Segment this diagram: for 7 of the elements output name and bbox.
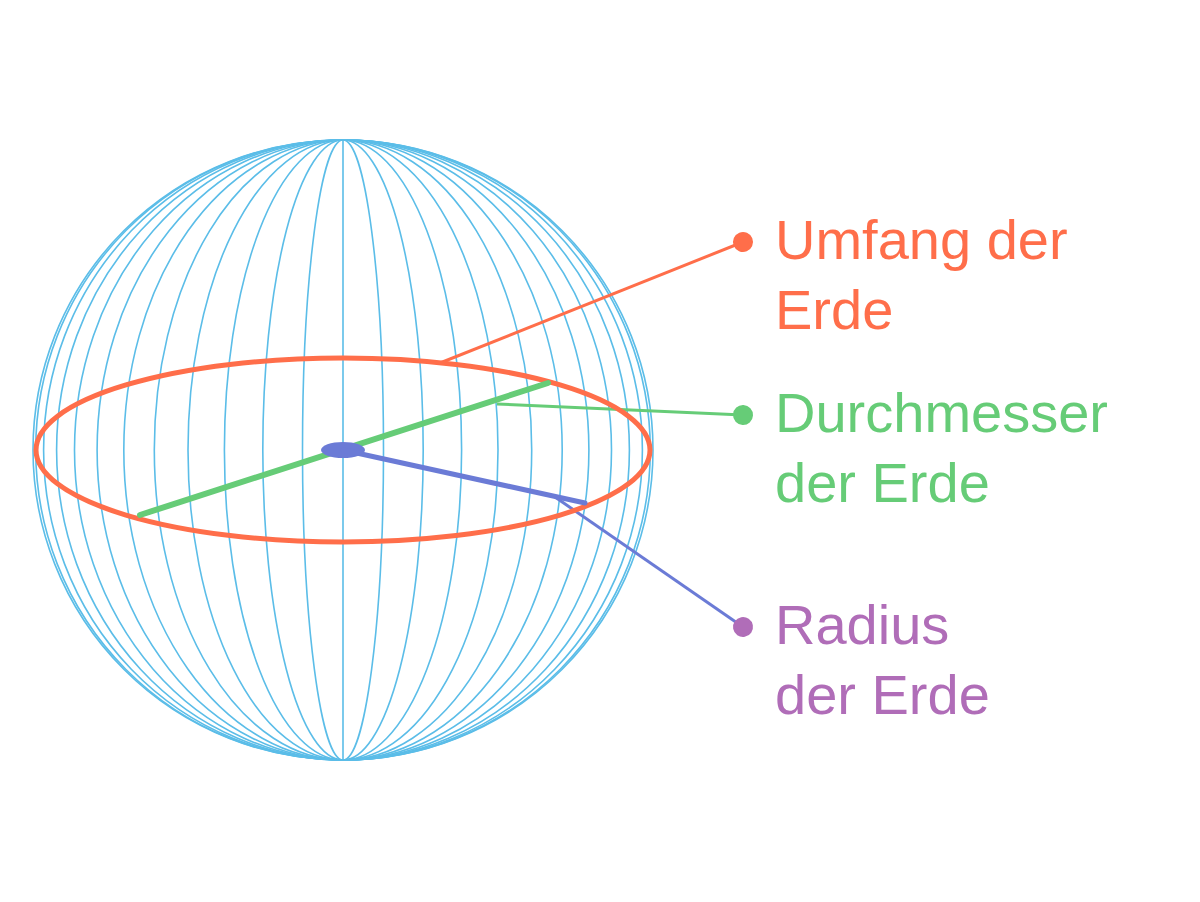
label-text: Umfang der Erde	[743, 205, 1143, 345]
equator-ellipse	[33, 355, 653, 545]
radius-line	[321, 442, 588, 506]
label-text: Radius der Erde	[743, 590, 1033, 730]
leader-line	[496, 402, 753, 425]
label-text: Durchmesser der Erde	[743, 378, 1183, 518]
diameter-line	[137, 380, 551, 518]
